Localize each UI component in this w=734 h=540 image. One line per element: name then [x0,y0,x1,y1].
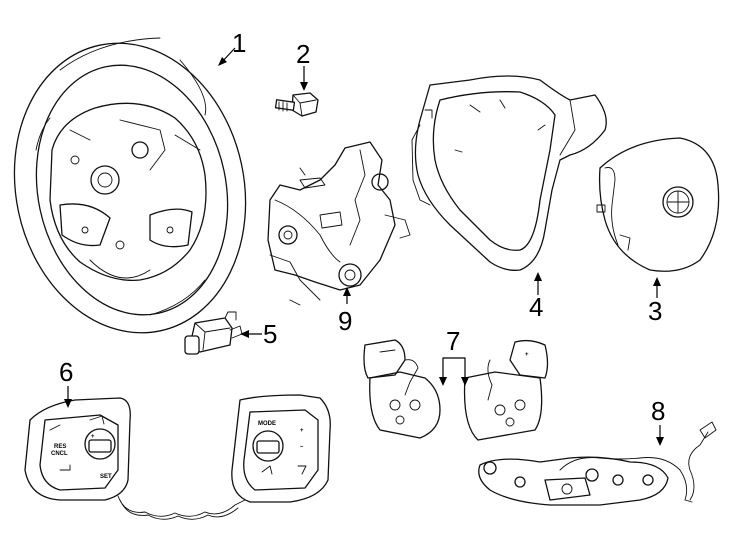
callout-3: 3 [648,296,662,326]
paddle-shifter-pair-icon: + [363,339,549,441]
callout-8: 8 [651,396,665,426]
airbag-module-icon [596,137,720,272]
callout-9: 9 [338,306,352,336]
wiring-harness-icon [478,421,717,506]
right-plus-label: + [300,428,304,434]
callout-6: 6 [59,357,73,387]
mode-button-label: MODE [258,421,276,427]
connector-plug-icon [184,311,243,355]
callout-2: 2 [296,39,310,69]
wheel-trim-cover-icon [411,75,607,271]
callout-4: 4 [529,292,543,322]
clockspring-icon [267,141,411,306]
control-switch-pair-icon: RES CNCL SET + MODE + – [24,394,331,520]
res-button-label-line2: CNCL [51,451,68,457]
steering-wheel-icon [13,37,247,334]
callout-7: 7 [446,326,460,356]
callout-5: 5 [263,319,277,349]
callout-1: 1 [232,28,246,58]
set-button-label: SET [100,474,112,480]
paddle-plus-label: + [525,352,529,358]
right-minus-label: – [300,444,304,450]
leader-line-7 [442,357,466,380]
left-plus-label: + [91,434,95,440]
res-button-label-line1: RES [54,444,66,450]
bolt-icon [274,92,319,117]
